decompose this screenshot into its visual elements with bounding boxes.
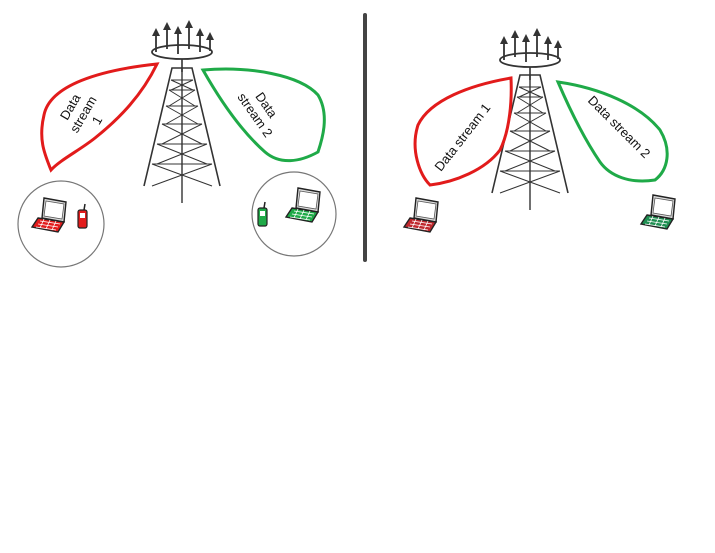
laptop-icon — [640, 194, 676, 230]
beam-1-label: Data stream 1 — [431, 100, 493, 174]
beam-stream-1 — [413, 76, 513, 187]
beam-stream-2 — [555, 80, 669, 183]
right-panel: Data stream 1 Data stream 2 — [403, 27, 676, 233]
left-panel: Data stream 1 Data stream 2 — [17, 19, 337, 268]
beam-stream-2 — [200, 67, 326, 163]
beam-2-label: Data stream 2 — [585, 93, 653, 161]
beam-2-label: Data stream 2 — [234, 81, 288, 140]
cell-tower-icon — [143, 67, 221, 204]
beam-1-line-3: 1 — [89, 113, 106, 127]
antenna-array-icon — [151, 19, 215, 73]
beam-stream-1 — [40, 62, 160, 173]
antenna-array-icon — [499, 27, 563, 81]
laptop-icon — [403, 197, 439, 233]
